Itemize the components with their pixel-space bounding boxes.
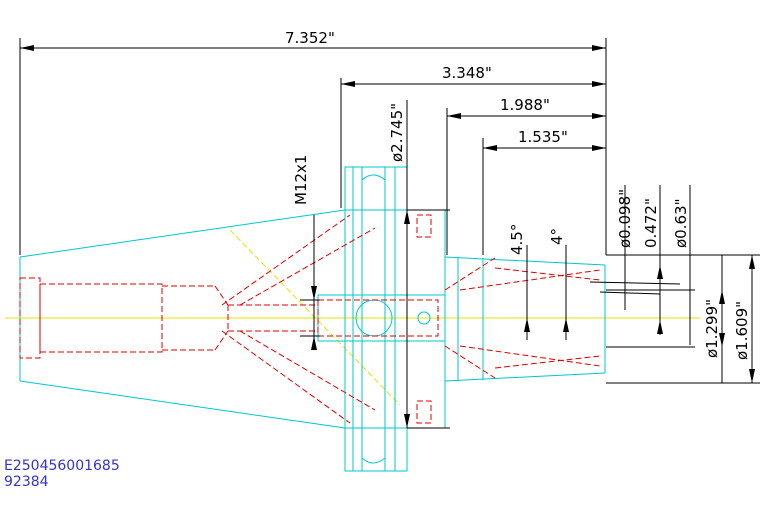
- part-number: E250456001685 92384: [4, 458, 120, 490]
- dim-dia-nose: ø1.299": [703, 299, 721, 358]
- dim-overall-length: 7.352": [285, 29, 335, 47]
- dim-thread: M12x1: [292, 155, 310, 205]
- holder-outline: [19, 166, 606, 472]
- dim-angle-2: 4°: [548, 228, 566, 245]
- part-number-line1: E250456001685: [4, 458, 120, 474]
- hidden-lines: [19, 214, 601, 424]
- dim-dia-mid: 0.472": [642, 198, 660, 248]
- part-number-line2: 92384: [4, 474, 49, 490]
- dim-length-4: 1.535": [518, 128, 568, 146]
- dim-length-3: 1.988": [500, 96, 550, 114]
- dim-dia-bore: ø0.63": [672, 199, 690, 248]
- dim-angle-1: 4.5°: [508, 224, 526, 255]
- dim-length-2: 3.348": [442, 64, 492, 82]
- dim-dia-small: ø0.098": [616, 189, 634, 248]
- dim-dia-body: ø1.609": [733, 301, 751, 360]
- dim-flange-diameter: ø2.745": [388, 103, 406, 162]
- arrowheads: [20, 45, 755, 428]
